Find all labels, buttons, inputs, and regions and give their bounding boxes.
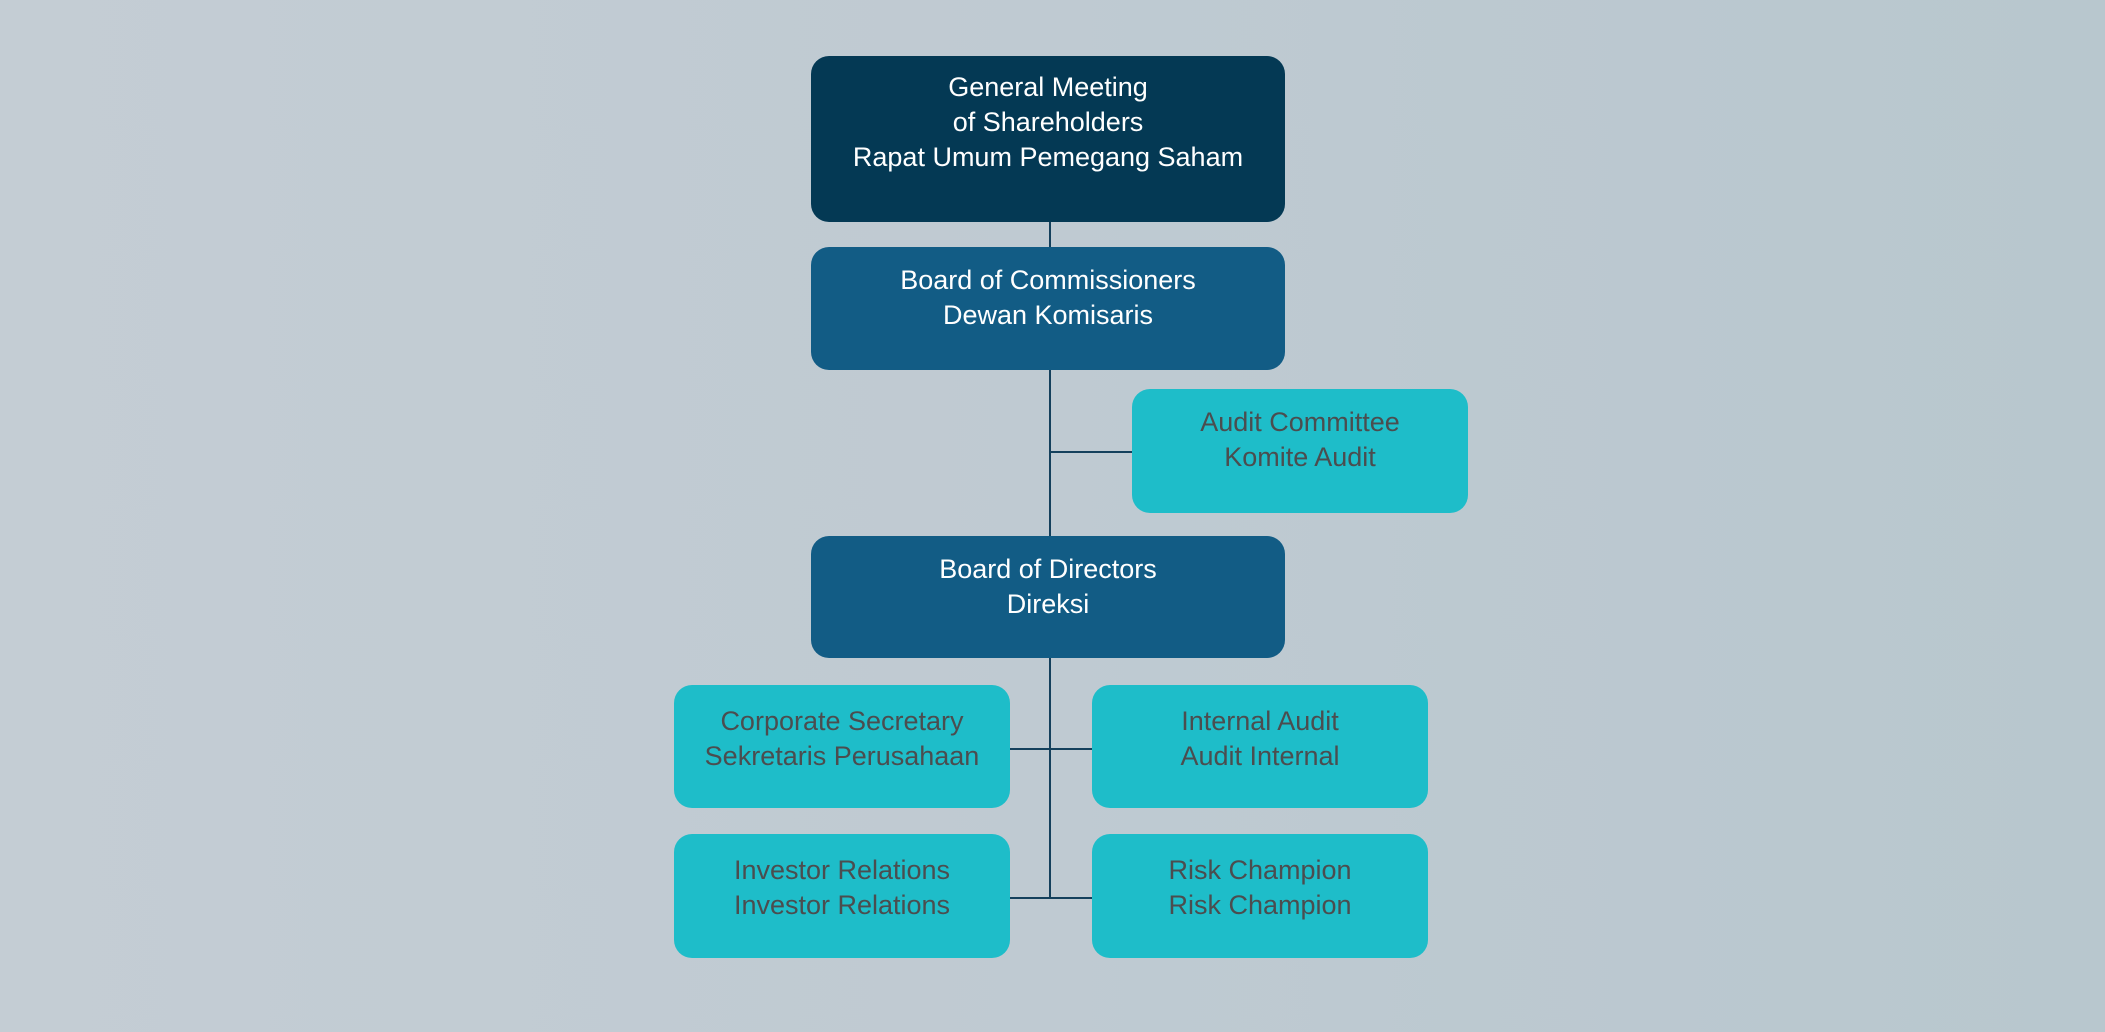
connector-row1 [1009,748,1093,750]
node-label-line: Sekretaris Perusahaan [704,741,980,771]
connector-commissioners-to-directors [1049,369,1051,537]
node-label-line: Dewan Komisaris [942,300,1154,330]
node-label-line: Direksi [1006,589,1090,619]
node-investor-relations: Investor Relations Investor Relations [674,834,1010,958]
connector-row2 [1009,897,1093,899]
connector-audit-committee [1049,451,1133,453]
connector-directors-trunk [1049,657,1051,899]
connector-gms-to-commissioners [1049,221,1051,248]
node-label-line: Board of Commissioners [900,265,1196,295]
node-label-line: of Shareholders [952,107,1144,137]
node-label-line: Corporate Secretary [720,706,964,736]
node-board-of-directors: Board of Directors Direksi [811,536,1285,658]
node-label-line: Audit Internal [1180,741,1340,771]
node-label-line: Board of Directors [939,554,1157,584]
node-risk-champion: Risk Champion Risk Champion [1092,834,1428,958]
node-label-line: Komite Audit [1224,442,1376,472]
node-audit-committee: Audit Committee Komite Audit [1132,389,1468,513]
node-corporate-secretary: Corporate Secretary Sekretaris Perusahaa… [674,685,1010,808]
node-board-of-commissioners: Board of Commissioners Dewan Komisaris [811,247,1285,370]
node-label-line: General Meeting [948,72,1148,102]
node-internal-audit: Internal Audit Audit Internal [1092,685,1428,808]
node-general-meeting-of-shareholders: General Meeting of Shareholders Rapat Um… [811,56,1285,222]
node-label-line: Rapat Umum Pemegang Saham [852,142,1244,172]
node-label-line: Risk Champion [1168,855,1352,885]
node-label-line: Internal Audit [1181,706,1339,736]
node-label-line: Investor Relations [733,855,951,885]
node-label-line: Risk Champion [1168,890,1352,920]
node-label-line: Audit Committee [1200,407,1400,437]
node-label-line: Investor Relations [733,890,951,920]
